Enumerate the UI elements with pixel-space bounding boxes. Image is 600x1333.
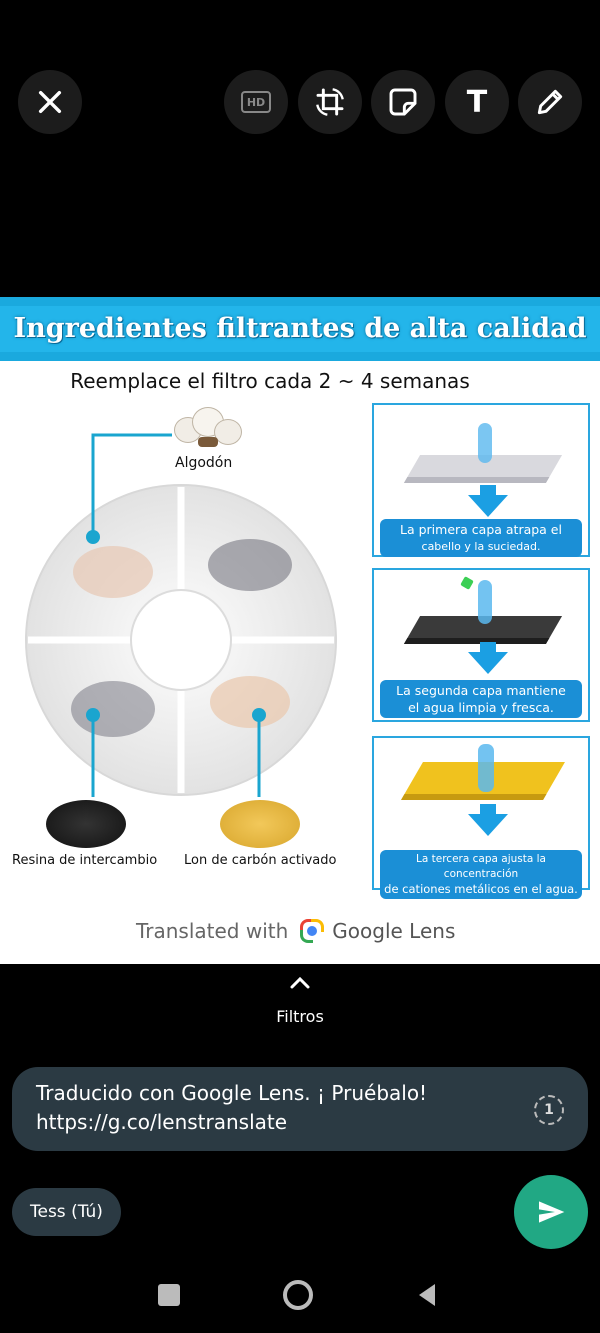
carbon-swatch [220,800,300,848]
sticker-icon [389,88,417,116]
filters-toggle[interactable]: Filtros [0,967,600,1057]
close-icon [38,90,62,114]
recipient-chip[interactable]: Tess (Tú) [12,1188,121,1236]
image-banner-title: Ingredientes filtrantes de alta calidad [13,313,587,344]
leaf-icon [460,576,474,590]
recents-button[interactable] [154,1280,184,1310]
draw-button[interactable] [518,70,582,134]
google-lens-logo-icon [300,919,325,943]
sticker-button[interactable] [371,70,435,134]
arrow-down-icon [468,814,508,836]
arrow-down-icon [468,652,508,674]
layer-panel-2: La segunda capa mantiene el agua limpia … [372,568,590,722]
water-drop-icon [478,744,494,792]
text-button[interactable]: T [445,70,509,134]
hd-button[interactable]: HD [224,70,288,134]
callout-lines [86,433,266,797]
send-button[interactable] [514,1175,588,1249]
close-button[interactable] [18,70,82,134]
layer-1-caption: La primera capa atrapa el cabello y la s… [380,519,582,557]
carbon-label: Lon de carbón activado [184,853,337,868]
back-button[interactable] [412,1280,442,1310]
layer-panel-1: La primera capa atrapa el cabello y la s… [372,403,590,557]
caption-input[interactable]: Traducido con Google Lens. ¡ Pruébalo! h… [12,1067,588,1151]
square-icon [158,1284,180,1306]
image-subtitle: Reemplace el filtro cada 2 ~ 4 semanas [70,369,470,393]
text-icon: T [466,84,488,120]
crop-rotate-button[interactable] [298,70,362,134]
arrow-down-icon [468,495,508,517]
chevron-up-icon [290,976,310,989]
cotton-label: Algodón [175,455,233,471]
pencil-icon [537,89,563,115]
home-button[interactable] [283,1280,313,1310]
layer-3-caption: La tercera capa ajusta la concentración … [380,850,582,899]
resin-swatch [46,800,126,848]
hd-icon: HD [241,91,271,113]
caption-line-1: Traducido con Google Lens. ¡ Pruébalo! [36,1081,428,1105]
layer-panel-3: La tercera capa ajusta la concentración … [372,736,590,899]
water-drop-icon [478,580,492,624]
filters-label: Filtros [276,1007,324,1026]
image-banner-strip [0,306,600,352]
view-once-icon: 1 [544,1102,554,1118]
view-once-button[interactable]: 1 [534,1095,564,1125]
back-triangle-icon [419,1284,435,1306]
crop-rotate-icon [316,88,344,116]
resin-label: Resina de intercambio [12,853,158,868]
circle-icon [283,1280,313,1310]
cotton-icon [174,407,242,453]
edited-image[interactable]: Ingredientes filtrantes de alta calidad … [0,297,600,964]
caption-line-2: https://g.co/lenstranslate [36,1110,288,1134]
layer-2-caption: La segunda capa mantiene el agua limpia … [380,680,582,718]
send-icon [539,1201,565,1223]
translation-watermark: Translated with Google Lens [136,919,456,943]
water-drop-icon [478,423,492,463]
